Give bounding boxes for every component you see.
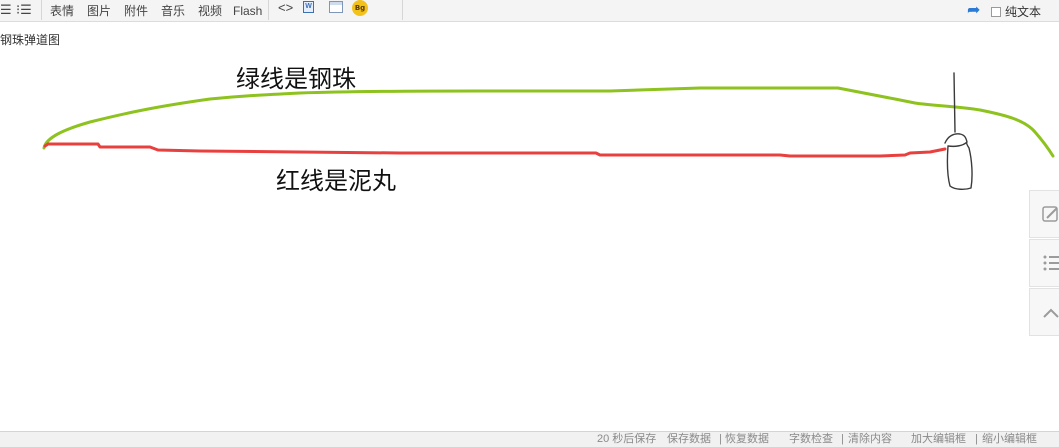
editor-toolbar: ☰ ⁝☰ 表情 图片 附件 音乐 视频 Flash <> W Bg ➦ 纯文本 [0,0,1059,22]
attachment-button[interactable]: 附件 [124,4,149,18]
save-data-link[interactable]: 保存数据 [667,433,711,445]
restore-data-link[interactable]: 恢复数据 [725,433,769,445]
document-title: 钢珠弹道图 [0,33,61,47]
image-button[interactable]: 图片 [87,4,112,18]
word-icon[interactable]: W [303,1,314,13]
edit-icon [1042,206,1058,222]
red-line-label: 红线是泥丸 [276,167,396,195]
redo-icon[interactable]: ➦ [967,2,981,19]
enlarge-editor-link[interactable]: 加大编辑框 [911,433,966,445]
green-line-label: 绿线是钢珠 [236,65,356,93]
shrink-editor-link[interactable]: 缩小编辑框 [982,433,1037,445]
music-button[interactable]: 音乐 [161,4,186,18]
status-separator: | [975,433,978,445]
bg-icon[interactable]: Bg [352,0,368,16]
back-to-top-button[interactable] [1029,288,1059,336]
word-count-link[interactable]: 字数检查 [789,433,833,445]
flash-button[interactable]: Flash [233,4,263,18]
plain-text-checkbox[interactable] [990,7,1001,17]
toolbar-divider [268,0,269,20]
clear-content-link[interactable]: 清除内容 [848,433,892,445]
bullet-list-icon[interactable]: ⁝☰ [16,2,32,17]
toolbar-divider [402,0,403,20]
status-separator: | [841,433,844,445]
emoji-button[interactable]: 表情 [50,4,75,18]
red-trajectory-line [43,142,947,158]
video-button[interactable]: 视频 [198,4,223,18]
edit-button[interactable] [1029,190,1059,238]
status-bar: 20 秒后保存 保存数据 | 恢复数据 字数检查 | 清除内容 加大编辑框 | … [0,431,1059,447]
hand-sketch [944,72,973,191]
plain-text-toggle[interactable]: 纯文本 [990,3,1041,20]
list-icon[interactable]: ☰ [0,2,12,17]
status-separator: | [719,433,722,445]
plain-text-label: 纯文本 [1004,5,1041,19]
list-button[interactable] [1029,239,1059,287]
code-icon[interactable]: <> [278,0,294,15]
autosave-countdown: 20 秒后保存 [597,433,657,445]
table-icon[interactable] [329,1,343,13]
list-icon [1043,255,1059,271]
toolbar-divider [41,0,42,20]
green-trajectory-line [42,86,1055,158]
collapse-up-icon [1043,308,1059,318]
